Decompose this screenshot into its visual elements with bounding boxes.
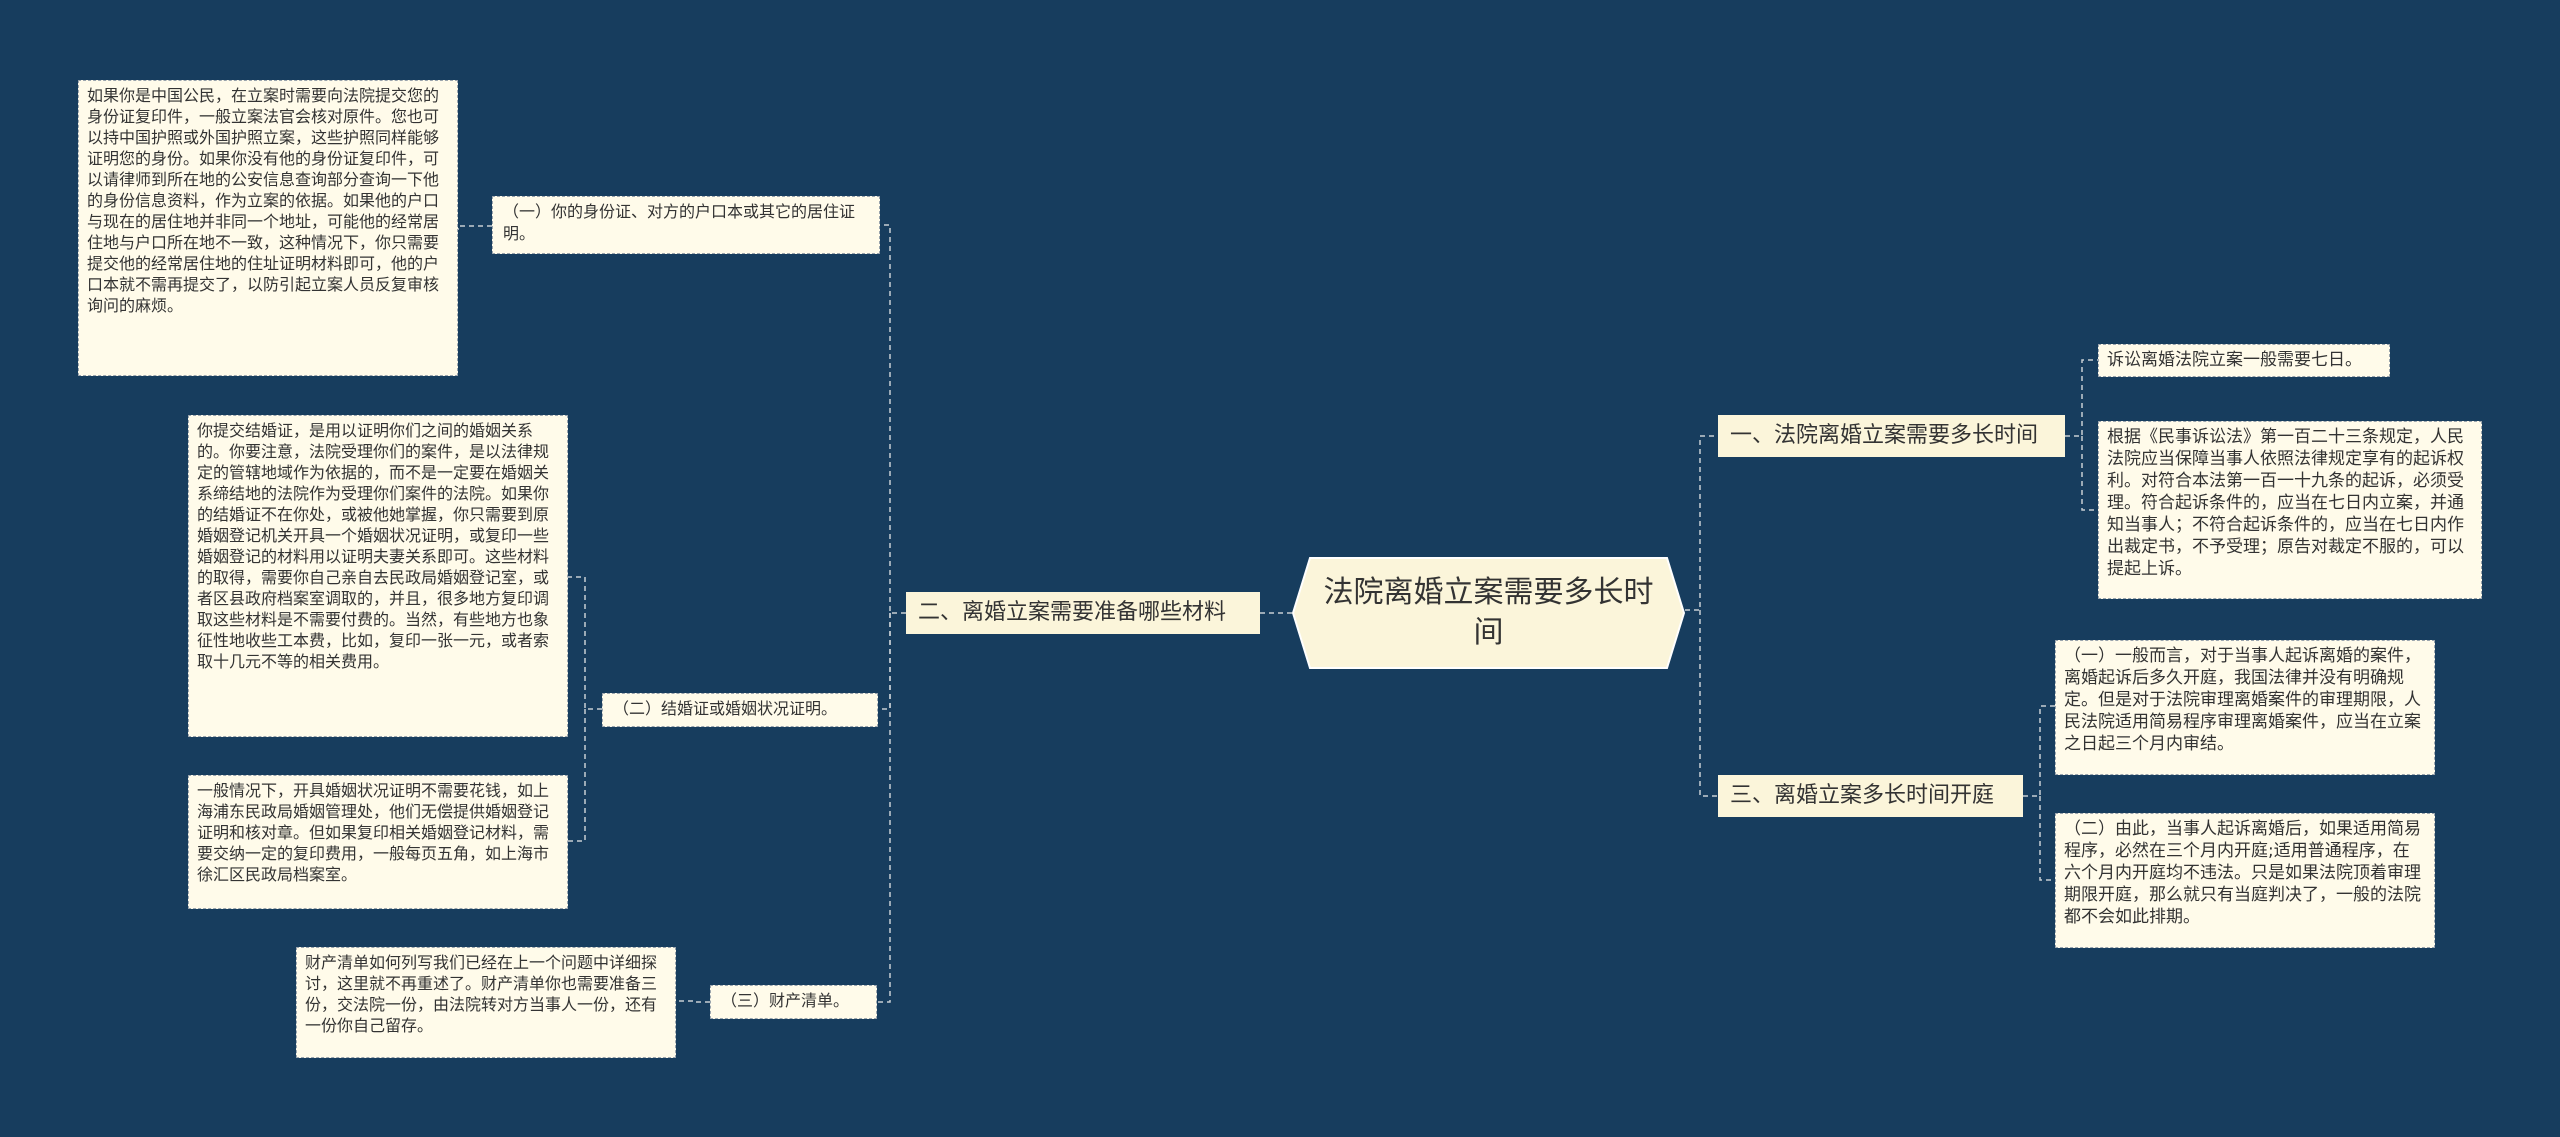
branch-trial-time[interactable]: 三、离婚立案多长时间开庭 <box>1718 775 2023 817</box>
detail-text: 诉讼离婚法院立案一般需要七日。 <box>2107 350 2362 370</box>
item-id-documents[interactable]: （一）你的身份证、对方的户口本或其它的居住证明。 <box>492 196 880 254</box>
root-title: 法院离婚立案需要多长时间 <box>1323 575 1654 650</box>
detail-text: 你提交结婚证，是用以证明你们之间的婚姻关系的。你要注意，法院受理你们的案件，是以… <box>197 421 550 671</box>
detail-card: 诉讼离婚法院立案一般需要七日。 <box>2098 344 2390 377</box>
detail-card: 如果你是中国公民，在立案时需要向法院提交您的身份证复印件，一般立案法官会核对原件… <box>78 80 458 376</box>
detail-text: 财产清单如何列写我们已经在上一个问题中详细探讨，这里就不再重述了。财产清单你也需… <box>305 953 658 1035</box>
root-shape <box>1292 557 1685 669</box>
branch-materials[interactable]: 二、离婚立案需要准备哪些材料 <box>906 592 1260 634</box>
detail-text: 一般情况下，开具婚姻状况证明不需要花钱，如上海浦东民政局婚姻管理处，他们无偿提供… <box>197 781 550 884</box>
detail-card: （二）由此，当事人起诉离婚后，如果适用简易程序，必然在三个月内开庭;适用普通程序… <box>2055 813 2435 948</box>
detail-text: 如果你是中国公民，在立案时需要向法院提交您的身份证复印件，一般立案法官会核对原件… <box>87 86 440 315</box>
item-property-list[interactable]: （三）财产清单。 <box>710 985 877 1019</box>
item-label: （二）结婚证或婚姻状况证明。 <box>613 699 838 718</box>
detail-card: 一般情况下，开具婚姻状况证明不需要花钱，如上海浦东民政局婚姻管理处，他们无偿提供… <box>188 775 568 909</box>
branch-label: 二、离婚立案需要准备哪些材料 <box>918 600 1227 625</box>
branch-filing-time[interactable]: 一、法院离婚立案需要多长时间 <box>1718 415 2065 457</box>
branch-label: 一、法院离婚立案需要多长时间 <box>1730 423 2039 448</box>
detail-text: （一）一般而言，对于当事人起诉离婚的案件，离婚起诉后多久开庭，我国法律并没有明确… <box>2064 646 2421 754</box>
detail-text: （二）由此，当事人起诉离婚后，如果适用简易程序，必然在三个月内开庭;适用普通程序… <box>2064 819 2421 927</box>
detail-card: 财产清单如何列写我们已经在上一个问题中详细探讨，这里就不再重述了。财产清单你也需… <box>296 947 676 1058</box>
branch-label: 三、离婚立案多长时间开庭 <box>1730 783 1995 808</box>
item-label: （三）财产清单。 <box>721 991 850 1010</box>
item-marriage-cert[interactable]: （二）结婚证或婚姻状况证明。 <box>602 693 878 727</box>
root-topic[interactable]: 法院离婚立案需要多长时间 <box>1292 557 1685 669</box>
detail-text: 根据《民事诉讼法》第一百二十三条规定，人民法院应当保障当事人依照法律规定享有的起… <box>2107 427 2464 579</box>
detail-card: 根据《民事诉讼法》第一百二十三条规定，人民法院应当保障当事人依照法律规定享有的起… <box>2098 421 2482 599</box>
detail-card: 你提交结婚证，是用以证明你们之间的婚姻关系的。你要注意，法院受理你们的案件，是以… <box>188 415 568 737</box>
detail-card: （一）一般而言，对于当事人起诉离婚的案件，离婚起诉后多久开庭，我国法律并没有明确… <box>2055 640 2435 775</box>
item-label: （一）你的身份证、对方的户口本或其它的居住证明。 <box>503 202 856 243</box>
